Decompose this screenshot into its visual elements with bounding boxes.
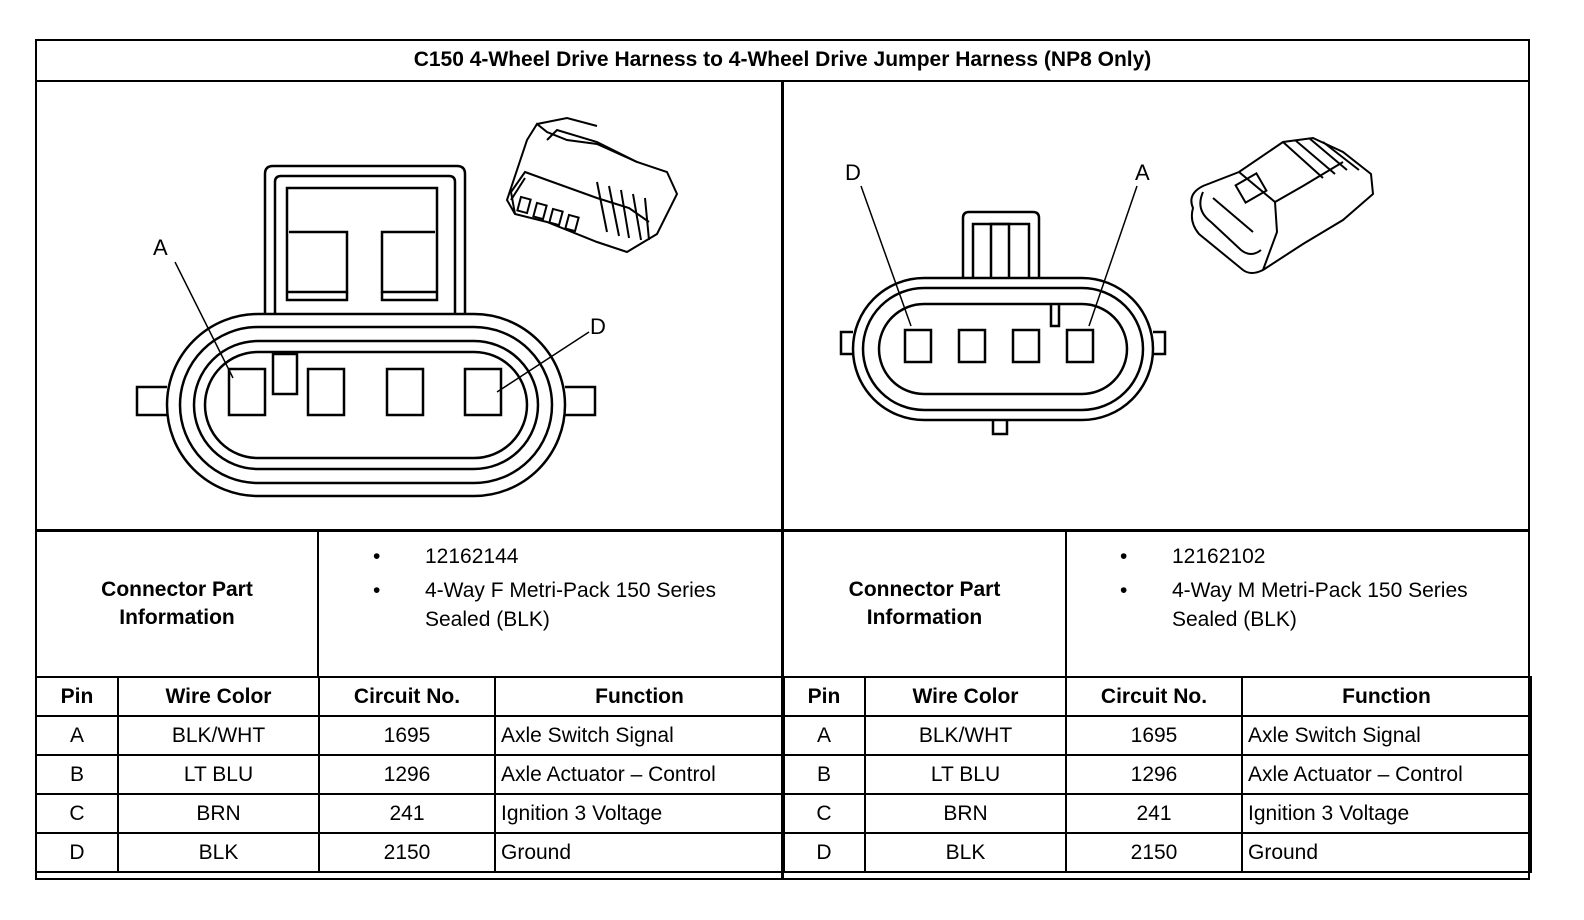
- circuit-cell: 241: [1065, 793, 1243, 834]
- left-cpi-divider: [317, 531, 319, 676]
- left-description-line1: 4-Way F Metri-Pack 150 Series: [425, 579, 716, 602]
- left-pin-table: Pin Wire Color Circuit No. Function A BL…: [35, 676, 785, 873]
- female-connector-drawing: A D: [135, 116, 679, 498]
- bullet-icon: •: [1120, 579, 1128, 602]
- table-header-row: Pin Wire Color Circuit No. Function: [782, 676, 1532, 717]
- right-cpi-label-line1: Connector Part: [848, 577, 1001, 601]
- header-pin: Pin: [35, 676, 119, 717]
- right-cpi-divider: [1065, 531, 1067, 676]
- function-cell: Axle Actuator – Control: [1241, 754, 1532, 795]
- circuit-cell: 1695: [318, 715, 496, 756]
- header-wire-color: Wire Color: [864, 676, 1067, 717]
- function-cell: Axle Switch Signal: [1241, 715, 1532, 756]
- right-cpi-list: • 12162102 • 4-Way M Metri-Pack 150 Series…: [1106, 542, 1526, 634]
- circuit-cell: 2150: [318, 832, 496, 873]
- header-wire-color: Wire Color: [117, 676, 320, 717]
- header-function: Function: [1241, 676, 1532, 717]
- table-header-row: Pin Wire Color Circuit No. Function: [35, 676, 785, 717]
- male-connector-drawing: D A: [839, 136, 1375, 436]
- wire-color-cell: LT BLU: [117, 754, 320, 795]
- pin-cell: C: [35, 793, 119, 834]
- right-part-number: 12162102: [1172, 545, 1266, 568]
- table-row: B LT BLU 1296 Axle Actuator – Control: [35, 754, 785, 795]
- wire-color-cell: BLK/WHT: [864, 715, 1067, 756]
- function-cell: Ground: [494, 832, 785, 873]
- male-connector-thumbnail: [1190, 136, 1375, 274]
- right-pin-label-d: D: [845, 160, 861, 185]
- pin-cell: A: [35, 715, 119, 756]
- wire-color-cell: BRN: [864, 793, 1067, 834]
- pin-cell: B: [35, 754, 119, 795]
- left-cpi-label-line1: Connector Part: [101, 577, 253, 601]
- function-cell: Ignition 3 Voltage: [1241, 793, 1532, 834]
- female-connector-thumbnail: [505, 116, 679, 254]
- function-cell: Ground: [1241, 832, 1532, 873]
- function-cell: Axle Switch Signal: [494, 715, 785, 756]
- function-cell: Axle Actuator – Control: [494, 754, 785, 795]
- circuit-cell: 241: [318, 793, 496, 834]
- header-circuit: Circuit No.: [1065, 676, 1243, 717]
- wire-color-cell: BLK: [864, 832, 1067, 873]
- pin-cell: D: [35, 832, 119, 873]
- left-pin-label-d: D: [590, 314, 606, 339]
- diagram-title: C150 4-Wheel Drive Harness to 4-Wheel Dr…: [35, 39, 1530, 82]
- right-description-line2: Sealed (BLK): [1172, 608, 1297, 631]
- wire-color-cell: BRN: [117, 793, 320, 834]
- table-row: D BLK 2150 Ground: [782, 832, 1532, 873]
- table-row: C BRN 241 Ignition 3 Voltage: [35, 793, 785, 834]
- left-cpi-list: • 12162144 • 4-Way F Metri-Pack 150 Series…: [359, 542, 779, 634]
- right-pin-label-a: A: [1135, 160, 1150, 185]
- table-row: B LT BLU 1296 Axle Actuator – Control: [782, 754, 1532, 795]
- table-row: A BLK/WHT 1695 Axle Switch Signal: [782, 715, 1532, 756]
- wire-color-cell: BLK/WHT: [117, 715, 320, 756]
- right-description-line1: 4-Way M Metri-Pack 150 Series: [1172, 579, 1468, 602]
- wire-color-cell: LT BLU: [864, 754, 1067, 795]
- header-circuit: Circuit No.: [318, 676, 496, 717]
- circuit-cell: 2150: [1065, 832, 1243, 873]
- circuit-cell: 1296: [1065, 754, 1243, 795]
- left-part-number: 12162144: [425, 545, 519, 568]
- right-connector-panel: D A: [783, 82, 1528, 531]
- left-cpi-label-line2: Information: [119, 605, 235, 629]
- pin-cell: B: [782, 754, 866, 795]
- image-divider: [35, 529, 1530, 532]
- left-cpi-label: Connector Part Information: [37, 531, 317, 676]
- center-divider: [781, 82, 784, 880]
- right-pin-table: Pin Wire Color Circuit No. Function A BL…: [782, 676, 1532, 873]
- header-function: Function: [494, 676, 785, 717]
- left-pin-label-a: A: [153, 235, 168, 260]
- circuit-cell: 1296: [318, 754, 496, 795]
- right-cpi-label-line2: Information: [866, 605, 983, 629]
- bullet-icon: •: [373, 579, 381, 602]
- bullet-icon: •: [373, 545, 381, 568]
- table-row: C BRN 241 Ignition 3 Voltage: [782, 793, 1532, 834]
- bullet-icon: •: [1120, 545, 1128, 568]
- pin-cell: C: [782, 793, 866, 834]
- table-row: A BLK/WHT 1695 Axle Switch Signal: [35, 715, 785, 756]
- pin-cell: D: [782, 832, 866, 873]
- left-description-line2: Sealed (BLK): [425, 608, 550, 631]
- function-cell: Ignition 3 Voltage: [494, 793, 785, 834]
- right-cpi-label: Connector Part Information: [784, 531, 1065, 676]
- wire-color-cell: BLK: [117, 832, 320, 873]
- left-connector-panel: A D: [37, 82, 781, 531]
- header-pin: Pin: [782, 676, 866, 717]
- circuit-cell: 1695: [1065, 715, 1243, 756]
- pin-cell: A: [782, 715, 866, 756]
- table-row: D BLK 2150 Ground: [35, 832, 785, 873]
